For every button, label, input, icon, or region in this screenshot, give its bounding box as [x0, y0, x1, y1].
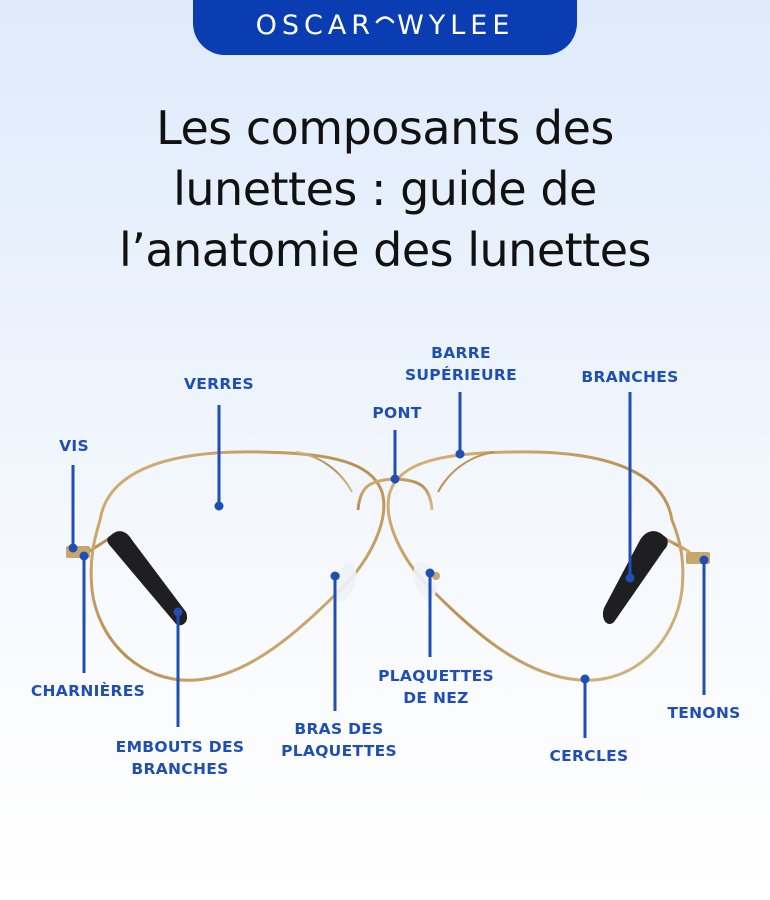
- title-line-3: l’anatomie des lunettes: [119, 223, 651, 277]
- label-branches: BRANCHES: [581, 368, 679, 386]
- title-line-1: Les composants des: [156, 101, 614, 155]
- title-line-2: lunettes : guide de: [173, 162, 597, 216]
- label-charnieres: CHARNIÈRES: [30, 682, 146, 700]
- brand-logo: OSCAR WYLEE: [256, 10, 515, 41]
- leader-lines: [68, 392, 709, 738]
- temple-tips: [87, 531, 691, 626]
- page-title: Les composants des lunettes : guide de l…: [0, 98, 770, 281]
- label-tenons: TENONS: [667, 704, 741, 722]
- label-verres: VERRES: [183, 375, 255, 393]
- logo-word-wylee: WYLEE: [397, 10, 515, 41]
- logo-arc-icon: [375, 15, 395, 23]
- label-cercles: CERCLES: [549, 747, 629, 765]
- brand-logo-tab: OSCAR WYLEE: [193, 0, 577, 55]
- label-pont: PONT: [372, 404, 422, 422]
- logo-word-oscar: OSCAR: [255, 10, 376, 41]
- label-vis: VIS: [59, 437, 89, 455]
